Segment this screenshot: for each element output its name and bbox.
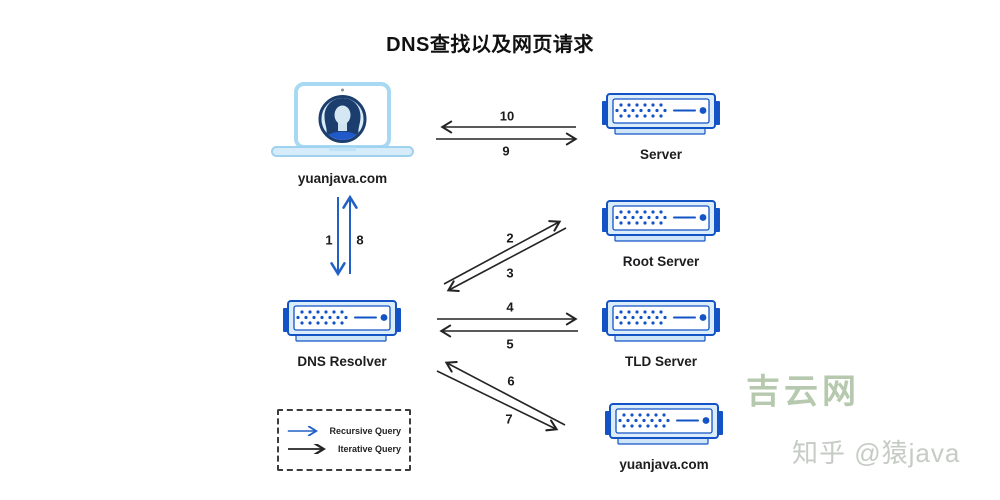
laptop-icon: [270, 82, 415, 162]
node-auth-server: yuanjava.com: [605, 402, 723, 472]
server-icon: [602, 199, 720, 245]
arrow-label-6: 6: [507, 373, 515, 389]
arrow-2-line: [443, 220, 562, 285]
arrow-label-9: 9: [502, 143, 510, 159]
arrow-label-10: 10: [499, 108, 515, 124]
node-server-label: Server: [639, 147, 683, 162]
node-tld-server: TLD Server: [602, 299, 720, 369]
recursive-arrow-icon: [287, 426, 318, 436]
arrow-label-2: 2: [506, 230, 514, 246]
server-icon: [602, 299, 720, 345]
node-client: yuanjava.com: [270, 82, 415, 186]
node-root-server-label: Root Server: [622, 254, 700, 269]
legend-recursive-row: Recursive Query: [287, 426, 401, 436]
arrow-label-1: 1: [325, 232, 333, 248]
node-dns-resolver-label: DNS Resolver: [297, 354, 387, 369]
server-icon: [283, 299, 401, 345]
page-title: DNS查找以及网页请求: [386, 34, 594, 56]
arrow-label-4: 4: [506, 299, 514, 315]
server-icon: [602, 92, 720, 138]
watermark-author-credit: 知乎 @猿java: [792, 438, 961, 468]
watermark-site-name: 吉云网: [746, 373, 860, 411]
node-tld-server-label: TLD Server: [624, 354, 698, 369]
legend-box: Recursive Query Iterative Query: [277, 409, 411, 471]
node-root-server: Root Server: [602, 199, 720, 269]
legend-iterative-row: Iterative Query: [287, 444, 401, 454]
node-auth-server-label: yuanjava.com: [619, 457, 709, 472]
node-client-label: yuanjava.com: [297, 171, 388, 186]
server-icon: [605, 402, 723, 448]
arrow-label-3: 3: [506, 265, 514, 281]
arrow-label-5: 5: [506, 336, 514, 352]
arrow-7-line: [436, 370, 559, 432]
node-dns-resolver: DNS Resolver: [283, 299, 401, 369]
arrow-label-8: 8: [356, 232, 364, 248]
legend-iterative-label: Iterative Query: [337, 444, 401, 454]
legend-recursive-label: Recursive Query: [329, 426, 401, 436]
node-server: Server: [602, 92, 720, 162]
iterative-arrow-icon: [287, 444, 326, 454]
arrow-label-7: 7: [505, 411, 513, 427]
